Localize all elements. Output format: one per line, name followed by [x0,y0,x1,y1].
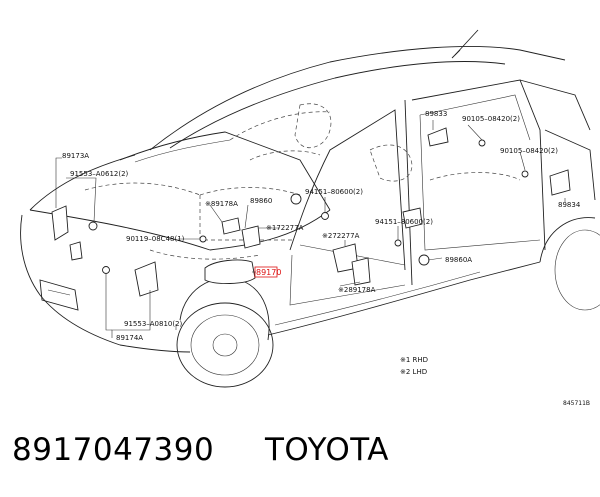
label-89170-highlighted[interactable]: 89170 [256,268,281,277]
label-94151-top: 94151–80600(2) [305,188,363,196]
brand-name: TOYOTA [264,432,389,468]
parts-diagram: 89173A 91553–A0612(2) 90119–08C48(1) 915… [20,29,600,407]
parts [51,127,571,297]
legend-rhd: ※1 RHD [400,356,428,364]
label-91553-a0612: 91553–A0612(2) [70,170,129,178]
label-72277A-lhd: ※272277A [322,232,360,240]
label-89833: 89833 [425,110,447,118]
leader-lines [55,120,566,338]
label-89173A: 89173A [62,152,89,160]
label-90119: 90119–08C48(1) [126,235,185,243]
label-72277A-rhd: ※172277A [266,224,304,232]
label-91553-a0810: 91553–A0810(2) [124,320,183,328]
label-94151-mid: 94151–80600(2) [375,218,433,226]
label-90105-mid: 90105–08420(2) [500,147,558,155]
label-89834: 89834 [558,201,581,209]
car-body-outline [20,29,600,388]
part-number: 8917047390 [12,432,215,468]
label-89174A: 89174A [116,334,143,342]
label-89860: 89860 [250,197,272,205]
label-89178A-top: ※89178A [205,200,238,208]
legend-lhd: ※2 LHD [400,368,427,376]
highlight-box [254,266,278,278]
label-89860A: 89860A [445,256,472,264]
legend: ※1 RHD ※2 LHD [400,356,428,376]
figure-id: 845711B [563,400,590,407]
label-90105-top: 90105–08420(2) [462,115,520,123]
part-labels: 89173A 91553–A0612(2) 90119–08C48(1) 915… [62,110,581,342]
part-caption: 8917047390 TOYOTA [12,432,389,468]
label-89178A-lhd: ※289178A [338,286,376,294]
